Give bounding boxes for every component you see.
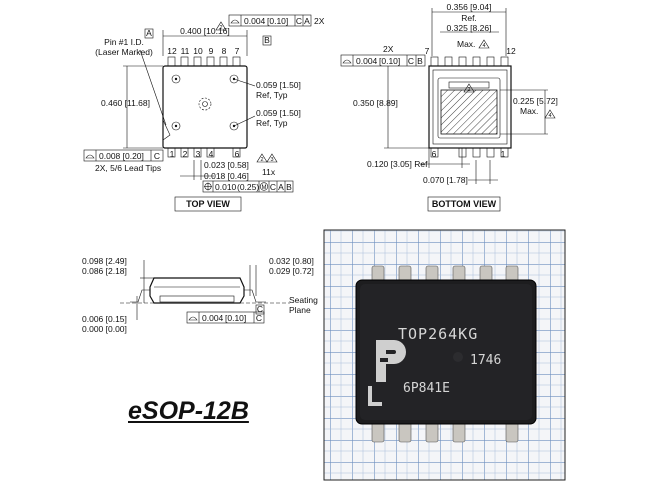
top-view-top-pins bbox=[167, 56, 241, 67]
flatness-count: 2X bbox=[314, 16, 325, 26]
datum-ref: C bbox=[256, 313, 262, 323]
lead-width-max: 0.023 [0.58] bbox=[204, 160, 249, 170]
flatness-value: 0.004 bbox=[356, 56, 378, 66]
top-view-pin-numbers: 12 11 10 9 8 7 1 2 3 4 6 bbox=[167, 46, 239, 159]
datum-ref: C bbox=[408, 56, 414, 66]
pin-number: 12 bbox=[167, 46, 177, 56]
note-mark: 4 bbox=[548, 113, 551, 119]
standoff-min: 0.000 [0.00] bbox=[82, 324, 127, 334]
datum-a: A bbox=[146, 28, 152, 38]
pad-width-dimension: 0.325 [8.26] bbox=[447, 23, 492, 33]
top-view-title: TOP VIEW bbox=[186, 199, 230, 209]
note-mark: 2 bbox=[219, 25, 222, 31]
pad-height-dimension: 0.225 [5.72] bbox=[513, 96, 558, 106]
top-view-bottom-pins bbox=[167, 147, 241, 158]
note-mark: 2 bbox=[467, 87, 470, 93]
exposed-pad bbox=[440, 89, 498, 135]
width-dimension: 0.400 [10.16] bbox=[180, 26, 230, 36]
chip-part-number: TOP264KG bbox=[398, 325, 478, 343]
material-modifier: M bbox=[262, 185, 267, 191]
bottom-view: 0.356 [9.04] Ref. 0.325 [8.26] Max. 4 7 … bbox=[340, 2, 558, 212]
flatness-value-mm: [0.10] bbox=[267, 16, 288, 26]
pin-number: 4 bbox=[209, 149, 214, 159]
pin-number: 7 bbox=[235, 46, 240, 56]
side-view: Seating Plane 0.098 [2.49] 0.086 [2.18] … bbox=[82, 256, 318, 334]
top-view: 12 11 10 9 8 7 1 2 3 4 6 Pin #1 I.D. (La… bbox=[83, 14, 325, 212]
note-mark: 4 bbox=[482, 43, 485, 49]
datum-ref: C bbox=[270, 182, 276, 192]
pin-number: 6 bbox=[235, 149, 240, 159]
pin-number: 8 bbox=[222, 46, 227, 56]
lead-thickness-min: 0.029 [0.72] bbox=[269, 266, 314, 276]
package-name: eSOP-12B bbox=[128, 397, 249, 425]
chip-date-code: 1746 bbox=[470, 353, 501, 368]
ref-note: Ref, Typ bbox=[256, 90, 288, 100]
flatness-tolerance-frame: 0.004 [0.10] C A 2X bbox=[228, 14, 325, 27]
lead-tip-note: 2X, 5/6 Lead Tips bbox=[95, 163, 161, 173]
corner-mark bbox=[368, 386, 382, 406]
seating-plane-label: Plane bbox=[289, 305, 311, 315]
seating-plane-label: Seating bbox=[289, 295, 318, 305]
datum-ref: A bbox=[304, 16, 310, 26]
pad-height-note: Max. bbox=[520, 106, 538, 116]
datum-ref: A bbox=[278, 182, 284, 192]
lead-count: 11x bbox=[262, 167, 276, 177]
pin-number: 2 bbox=[183, 149, 188, 159]
chip-lot-code: 6P841E bbox=[403, 381, 450, 396]
pin-number: 6 bbox=[432, 149, 437, 159]
datum-b: B bbox=[264, 35, 270, 45]
flatness-value-mm: [0.10] bbox=[379, 56, 400, 66]
overall-note: Ref. bbox=[461, 13, 477, 23]
datum-ref: B bbox=[417, 56, 423, 66]
lead-width-min: 0.018 [0.46] bbox=[204, 171, 249, 181]
ref-dimension: 0.059 [1.50] bbox=[256, 80, 301, 90]
ref-dimension: 0.120 [3.05] Ref bbox=[367, 159, 428, 169]
side-flatness-frame: 0.004 [0.10] C bbox=[186, 311, 265, 324]
pin-number: 10 bbox=[193, 46, 203, 56]
bottom-view-pins bbox=[430, 56, 509, 158]
top-view-body bbox=[162, 65, 248, 149]
bottom-view-title: BOTTOM VIEW bbox=[432, 199, 497, 209]
pin-number: 3 bbox=[196, 149, 201, 159]
position-value-mm: (0.25) bbox=[237, 182, 259, 192]
pad-width-note: Max. bbox=[457, 39, 475, 49]
datum-c: C bbox=[257, 304, 263, 314]
lead-tip-tolerance: 0.008 [0.20] C 2X, 5/6 Lead Tips bbox=[83, 149, 164, 173]
position-tolerance-frame: 0.010 (0.25) M C A B bbox=[202, 180, 294, 193]
flatness-value-mm: [0.10] bbox=[225, 313, 246, 323]
note-mark: 2 bbox=[260, 157, 263, 163]
flatness-value: 0.004 bbox=[244, 16, 266, 26]
lead-tip-value: 0.008 [0.20] bbox=[99, 151, 144, 161]
pin-id-label: Pin #1 I.D. bbox=[104, 37, 144, 47]
pin-number: 12 bbox=[506, 46, 516, 56]
flatness-count: 2X bbox=[383, 44, 394, 54]
lead-thickness-max: 0.032 [0.80] bbox=[269, 256, 314, 266]
power-integrations-logo bbox=[376, 340, 406, 382]
ref-note: Ref, Typ bbox=[256, 118, 288, 128]
height-min: 0.086 [2.18] bbox=[82, 266, 127, 276]
position-value: 0.010 bbox=[215, 182, 237, 192]
pin-number: 7 bbox=[425, 46, 430, 56]
datum-ref: C bbox=[154, 151, 160, 161]
pin-number: 1 bbox=[501, 149, 506, 159]
ref-dimension: 0.059 [1.50] bbox=[256, 108, 301, 118]
bottom-flatness-frame: 0.004 [0.10] C B bbox=[340, 54, 426, 67]
datum-ref: B bbox=[286, 182, 292, 192]
pin-number: 1 bbox=[170, 149, 175, 159]
pin-number: 9 bbox=[209, 46, 214, 56]
note-mark: 3 bbox=[270, 157, 273, 163]
height-dimension: 0.350 [8.89] bbox=[353, 98, 398, 108]
overall-dimension: 0.356 [9.04] bbox=[447, 2, 492, 12]
pitch-dimension: 0.070 [1.78] bbox=[423, 175, 468, 185]
standoff-max: 0.006 [0.15] bbox=[82, 314, 127, 324]
chip-photo: TOP264KG 1746 6P841E bbox=[323, 229, 566, 481]
pin-id-label: (Laser Marked) bbox=[95, 47, 153, 57]
pin-number: 11 bbox=[181, 46, 190, 56]
datum-ref: C bbox=[296, 16, 302, 26]
height-max: 0.098 [2.49] bbox=[82, 256, 127, 266]
top-view-mounting-holes bbox=[171, 74, 239, 131]
flatness-value: 0.004 bbox=[202, 313, 224, 323]
height-dimension: 0.460 [11.68] bbox=[101, 98, 150, 108]
